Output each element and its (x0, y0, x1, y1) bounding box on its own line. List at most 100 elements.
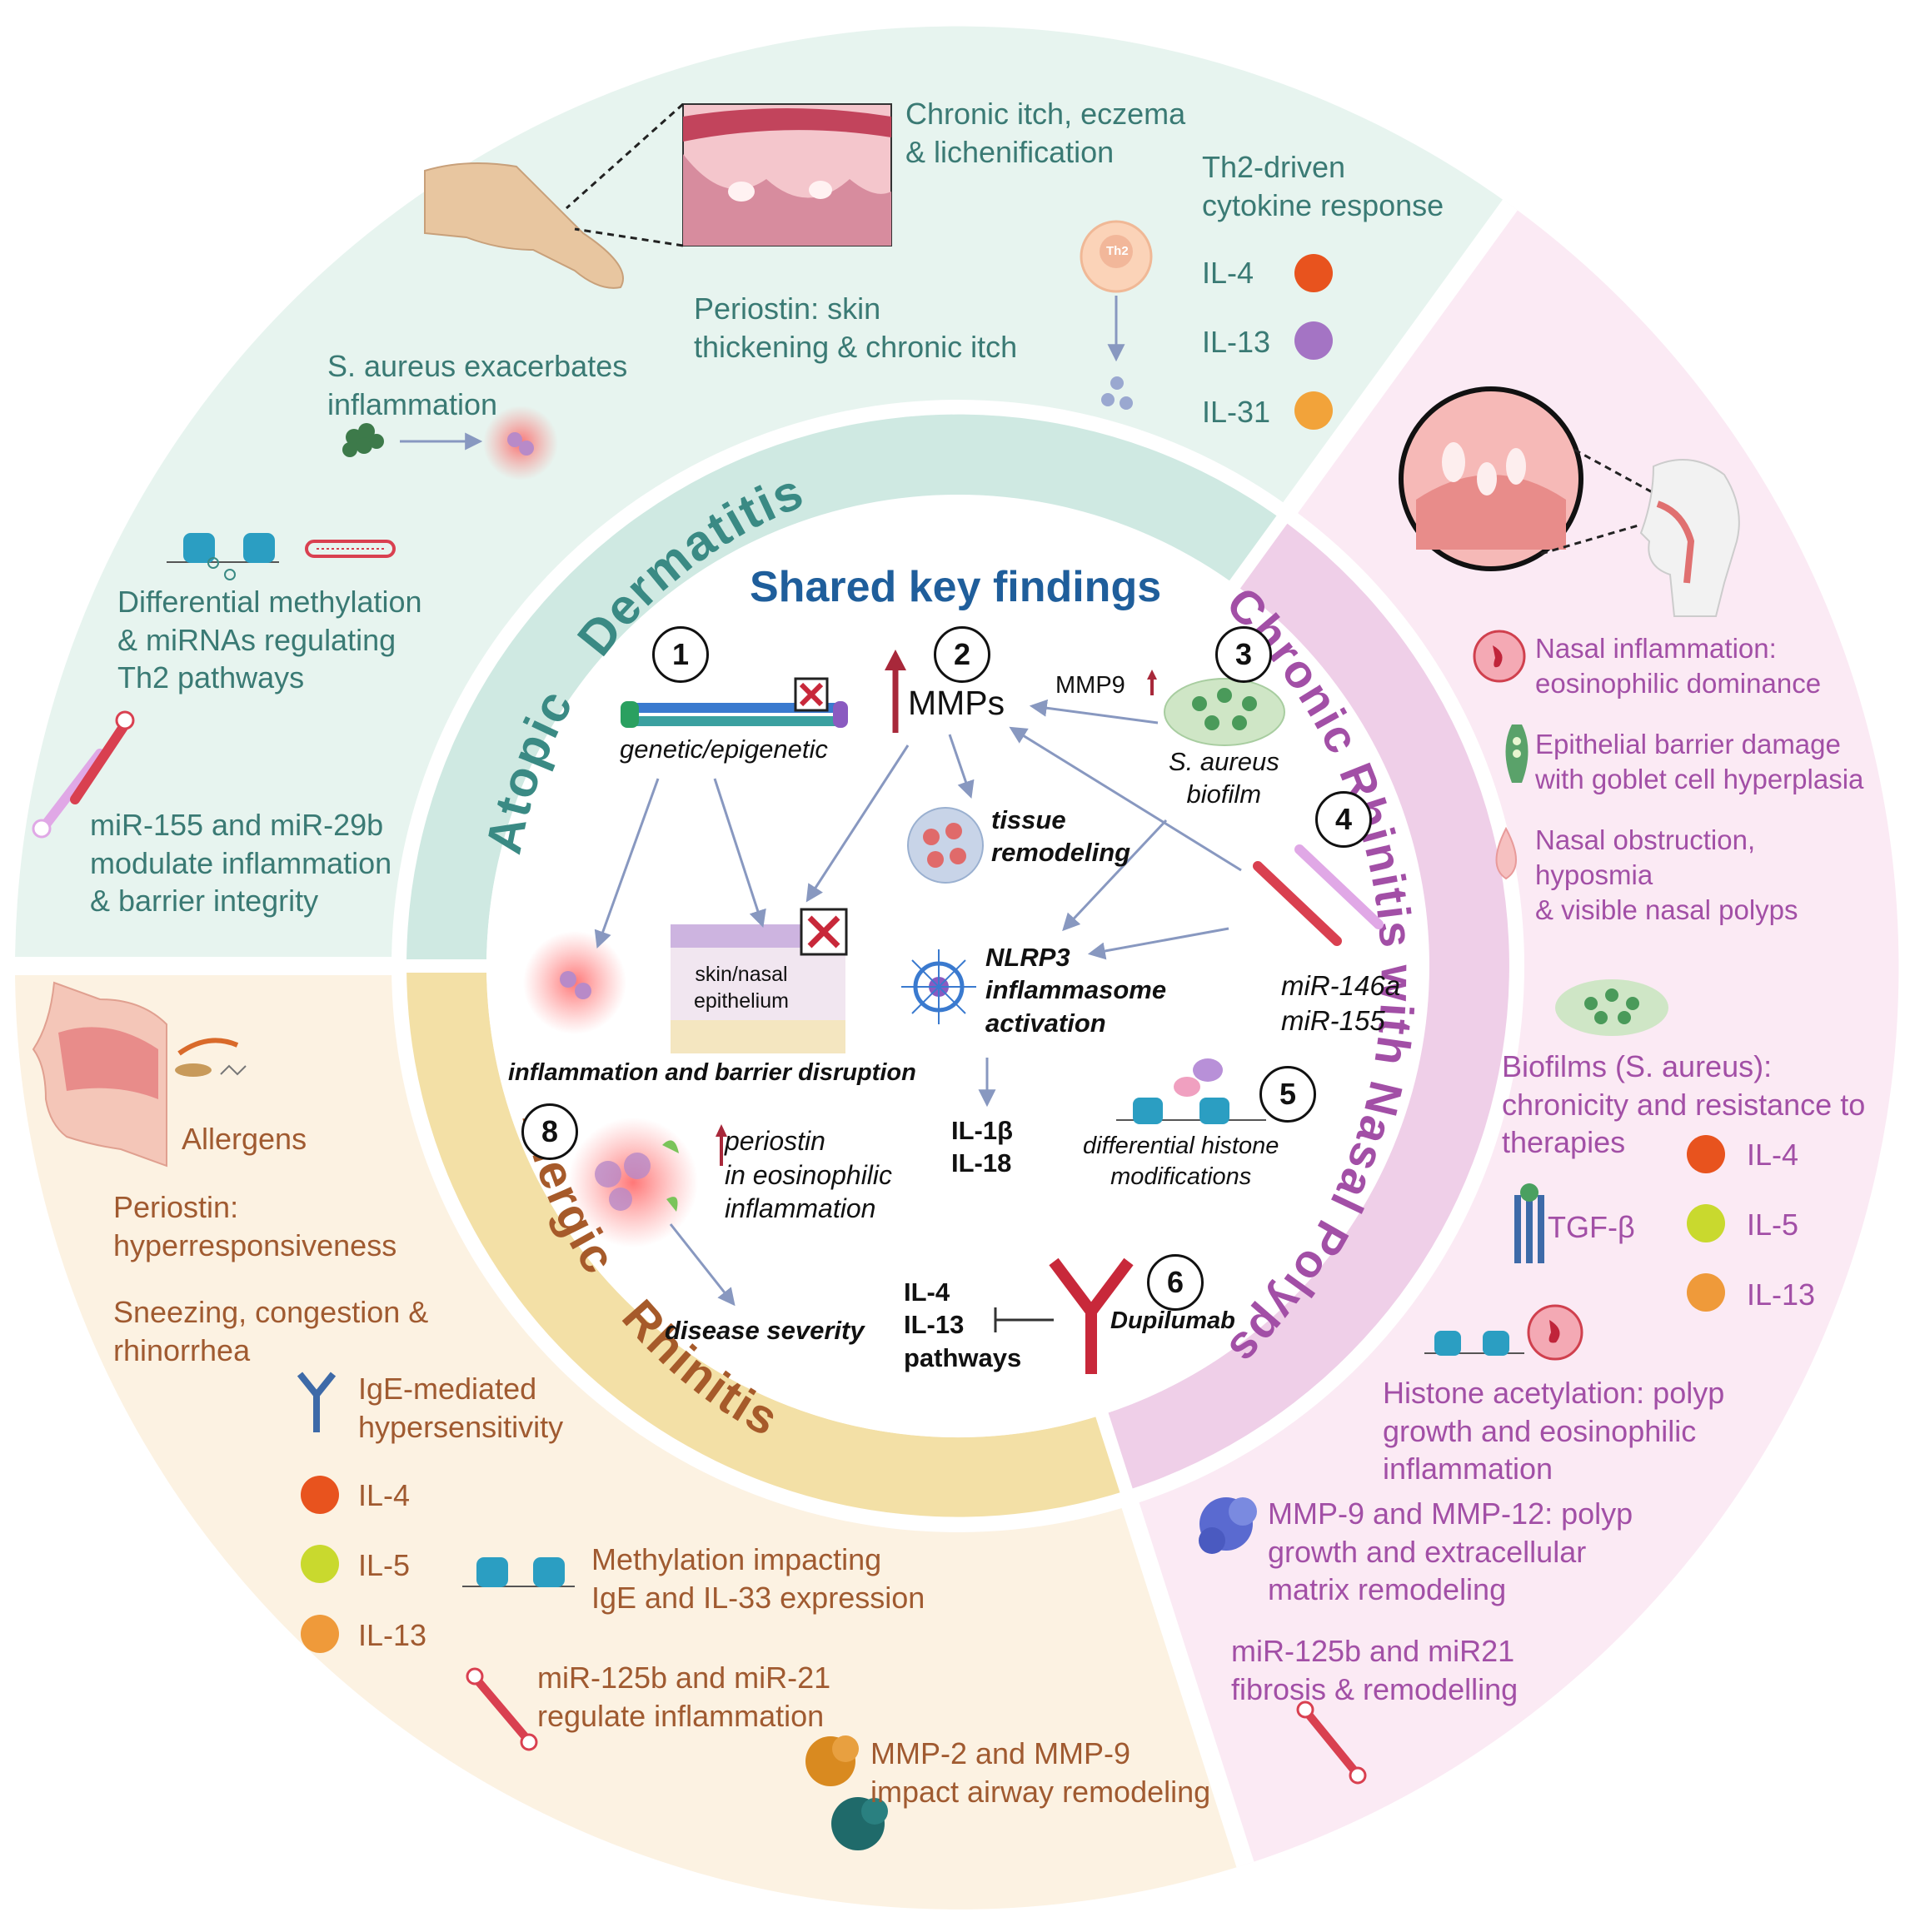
eosinophil-glow-icon (568, 1118, 698, 1247)
il4-dot (1294, 254, 1333, 292)
crswnp-mmp-text: MMP-9 and MMP-12: polyp growth and extra… (1268, 1496, 1633, 1607)
mirna-label: miR-146a miR-155 (1281, 970, 1401, 1036)
allergic-methylation-text: Methylation impacting IgE and IL-33 expr… (591, 1542, 925, 1615)
il13-dot (1294, 321, 1333, 360)
mmp-enzyme-icon (1199, 1497, 1257, 1554)
il13-dot (301, 1615, 339, 1653)
goblet-cell-icon (1505, 724, 1529, 783)
finding-number-4: 4 (1315, 791, 1372, 848)
crswnp-barrier-text: Epithelial barrier damage with goblet ce… (1535, 729, 1864, 794)
inhibition-line (994, 1307, 1054, 1332)
cytokine-dots-icon (1101, 376, 1133, 410)
crswnp-cytokine-label: IL-5 (1747, 1208, 1799, 1242)
x-mark-icon-2 (800, 908, 848, 956)
arrows (594, 699, 1242, 1307)
allergic-ige-text: IgE-mediated hypersensitivity (358, 1372, 564, 1444)
mirna-pair-icon-center (1253, 844, 1384, 946)
crswnp-nasal-inflammation-text: Nasal inflammation: eosinophilic dominan… (1535, 633, 1822, 699)
small-up-arrow-icon (716, 1124, 727, 1166)
il4-dot (301, 1476, 339, 1514)
il31-dot (1294, 391, 1333, 430)
allergic-cytokine-label: IL-5 (358, 1548, 411, 1582)
atopic-cytokine-label: IL-4 (1202, 256, 1254, 290)
polyp-drop-icon (1495, 826, 1517, 880)
mirna-hairpin-icon-crswnp (1296, 1700, 1367, 1785)
epithelium-label: skin/nasal epithelium (694, 963, 789, 1013)
il5-dot (1687, 1204, 1725, 1242)
up-arrow-icon (885, 650, 906, 733)
atopic-ring (406, 414, 1282, 966)
finding-number-8: 8 (521, 1103, 578, 1160)
skin-histology-icon (682, 103, 892, 246)
finding-number-2: 2 (934, 626, 990, 683)
histone-icon-center (1116, 1058, 1266, 1124)
atopic-cytokine-label: IL-13 (1202, 325, 1271, 359)
crswnp-cytokine-label: IL-13 (1747, 1277, 1816, 1312)
tissue-remodeling-icon (907, 807, 984, 884)
x-mark-icon (794, 677, 829, 712)
allergic-cytokine-label: IL-4 (358, 1478, 411, 1512)
nucleosome-icon-allergic (462, 1557, 575, 1587)
finding-number-5: 5 (1259, 1066, 1316, 1123)
allergic-allergens-text: Allergens (182, 1122, 307, 1156)
tgf-receptor-icon (1514, 1183, 1544, 1263)
il1-label: IL-1β IL-18 (951, 1116, 1014, 1178)
mirna-hairpin-icon-allergic (466, 1667, 538, 1751)
finding-number-1: 1 (652, 626, 709, 683)
dna-strand-icon (621, 701, 848, 728)
allergic-periostin-text: Periostin: hyperresponsiveness (113, 1190, 397, 1262)
periostin-label: periostin in eosinophilic inflammation (725, 1126, 893, 1224)
crswnp-histone-text: Histone acetylation: polyp growth and eo… (1383, 1376, 1725, 1486)
disease-severity-label: disease severity (665, 1316, 865, 1345)
atopic-th2-text: Th2-driven cytokine response (1202, 150, 1444, 222)
il4-dot (1687, 1135, 1725, 1173)
mmp9-label: MMP9 (1055, 672, 1125, 699)
crswnp-ring (1102, 520, 1509, 1491)
mirna-pair-icon (32, 710, 135, 839)
allergen-particles-icon (175, 1038, 247, 1077)
tissue-remodeling-label: tissue remodeling (991, 805, 1131, 868)
atopic-periostin-text: Periostin: skin thickening & chronic itc… (694, 291, 1018, 364)
finding-number-6: 6 (1147, 1254, 1204, 1311)
inflammasome-icon (901, 949, 976, 1024)
crswnp-cytokine-label: IL-4 (1747, 1138, 1799, 1172)
hand-icon (424, 162, 624, 289)
allergic-mmp-text: MMP-2 and MMP-9 impact airway remodeling (870, 1736, 1211, 1809)
atopic-mirna-text: miR-155 and miR-29b modulate inflammatio… (90, 808, 392, 919)
pathways-label: IL-4 IL-13 pathways (904, 1277, 1022, 1372)
th2-cell-label: Th2 (1106, 244, 1129, 258)
genetic-label: genetic/epigenetic (620, 734, 828, 764)
histone-label: differential histone modifications (1083, 1133, 1279, 1190)
il13-dot (1687, 1273, 1725, 1312)
histone-icon (1424, 1331, 1524, 1356)
ige-antibody-icon (297, 1372, 337, 1432)
th2-cell-icon (1080, 220, 1153, 293)
finding-number-3: 3 (1215, 626, 1272, 683)
biofilm-label: S. aureus biofilm (1169, 747, 1279, 809)
atopic-methylation-text: Differential methylation & miRNAs regula… (117, 585, 422, 695)
il5-dot (301, 1545, 339, 1583)
head-profile-icon (1639, 459, 1740, 617)
allergic-mirna-text: miR-125b and miR-21 regulate inflammatio… (537, 1661, 831, 1733)
mmp9-up-arrow-icon (1147, 670, 1157, 695)
crswnp-biofilms-text: Biofilms (S. aureus): chronicity and res… (1502, 1049, 1866, 1160)
allergic-symptoms-text: Sneezing, congestion & rhinorrhea (113, 1295, 429, 1367)
allergic-ring (406, 966, 1126, 1517)
crswnp-tgf-text: TGF-β (1548, 1210, 1635, 1244)
inflammation-barrier-label: inflammation and barrier disruption (508, 1059, 916, 1086)
crswnp-mirna-text: miR-125b and miR21 fibrosis & remodellin… (1231, 1634, 1519, 1706)
atopic-itch-text: Chronic itch, eczema & lichenification (905, 97, 1186, 169)
nlrp3-label: NLRP3 inflammasome activation (985, 943, 1167, 1038)
nasal-polyp-magnifier-icon (1399, 386, 1583, 571)
biofilm-icon (1555, 979, 1668, 1036)
bacteria-cluster-icon (342, 423, 384, 457)
mmp9-enzyme-icon (831, 1797, 888, 1850)
nasal-cavity-icon (32, 981, 167, 1168)
atopic-saureus-text: S. aureus exacerbates inflammation (327, 349, 628, 421)
page-title: Shared key findings (750, 563, 1162, 611)
mmp2-enzyme-icon (805, 1735, 859, 1786)
nucleosome-icon (167, 533, 279, 580)
crswnp-obstruction-text: Nasal obstruction, hyposmia & visible na… (1535, 824, 1798, 925)
mmps-label: MMPs (908, 684, 1005, 722)
